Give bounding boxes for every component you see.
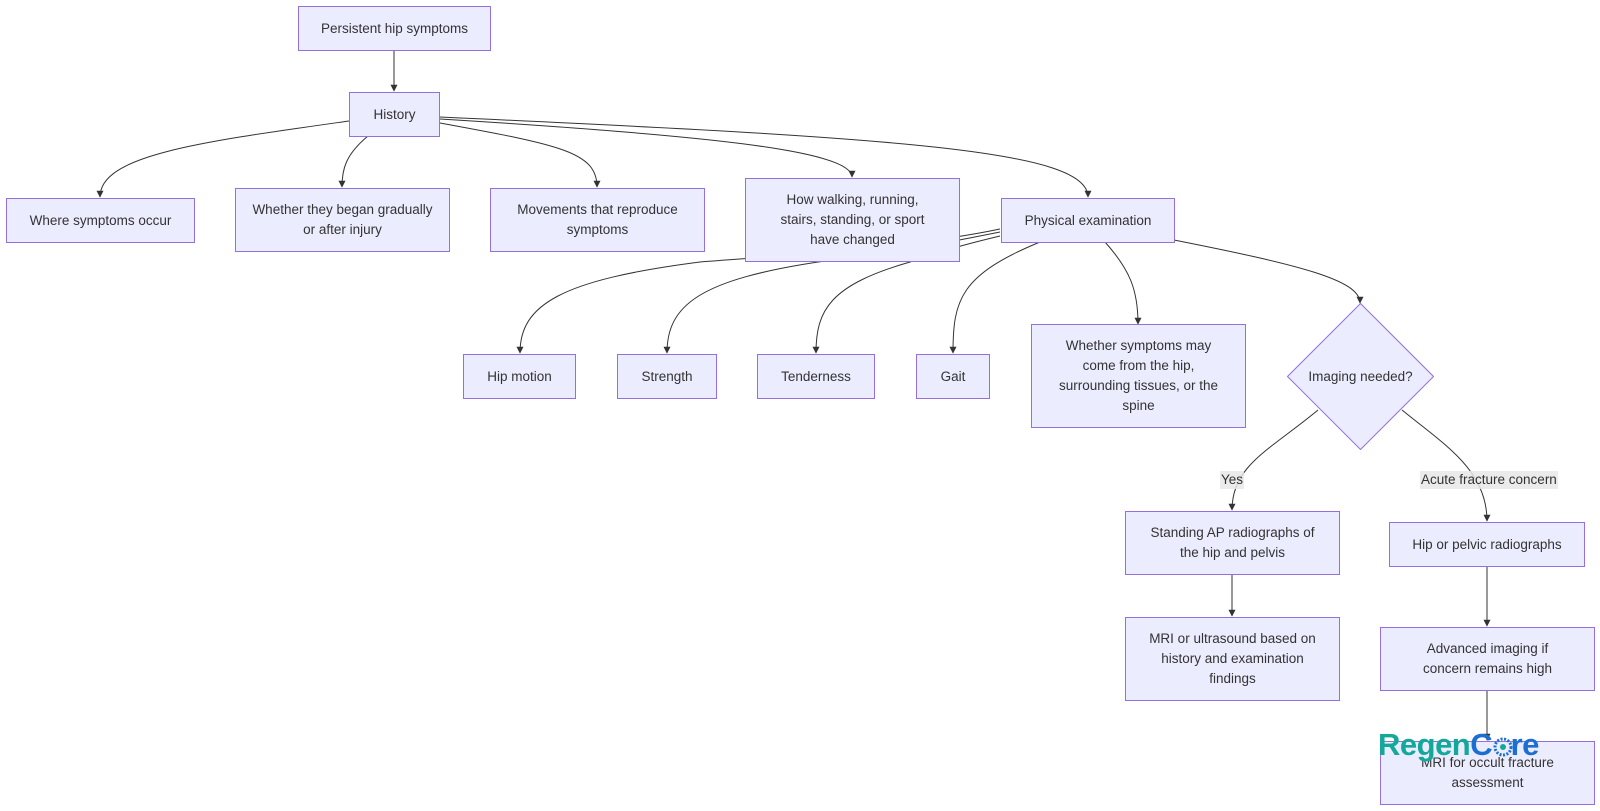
node-physical-examination: Physical examination: [1001, 198, 1175, 243]
edge-history-physical: [439, 116, 1092, 198]
decision-imaging-needed: Imaging needed?: [1287, 303, 1434, 450]
node-whether-they-began: Whether they began gradually or after in…: [235, 188, 450, 252]
edge-imaging-acute: [1401, 409, 1491, 522]
node-movements: Movements that reproduce symptoms: [490, 188, 705, 252]
edge-history-began: [338, 135, 369, 188]
edge-label-yes: Yes: [1220, 471, 1245, 489]
edge-imaging-yes: [1228, 409, 1319, 511]
logo-text-re: re: [1510, 727, 1540, 762]
edge-physical-whether: [1104, 241, 1142, 325]
node-hip-or-pelvic-radiographs: Hip or pelvic radiographs: [1389, 522, 1585, 567]
logo-text-c: C: [1470, 727, 1493, 762]
edge-history-movements: [439, 122, 601, 188]
node-whether-from-hip: Whether symptoms may come from the hip, …: [1031, 324, 1246, 428]
node-advanced-imaging: Advanced imaging if concern remains high: [1380, 627, 1595, 691]
logo-text-regen: Regen: [1378, 727, 1471, 762]
logo-o-icon: o: [1492, 728, 1513, 762]
decision-label: Imaging needed?: [1308, 369, 1413, 384]
edge-history-where: [96, 120, 350, 198]
node-gait: Gait: [916, 354, 990, 399]
node-persistent-hip-symptoms: Persistent hip symptoms: [298, 6, 491, 51]
node-hip-motion: Hip motion: [463, 354, 576, 399]
regencore-logo: RegenCore: [1378, 728, 1539, 762]
edge-history-walking: [439, 118, 856, 178]
edge-label-acute-fracture: Acute fracture concern: [1420, 471, 1558, 489]
node-mri-or-ultrasound: MRI or ultrasound based on history and e…: [1125, 617, 1340, 701]
node-strength: Strength: [617, 354, 717, 399]
node-standing-ap-radiographs: Standing AP radiographs of the hip and p…: [1125, 511, 1340, 575]
node-mri-occult-fracture: MRI for occult fracture assessment: [1380, 741, 1595, 805]
edge-physical-gait: [949, 241, 1041, 354]
node-walking-changes: How walking, running, stairs, standing, …: [745, 178, 960, 262]
diamond-shape: [1287, 303, 1434, 450]
edge-physical-imaging: [1173, 239, 1364, 304]
node-where-symptoms-occur: Where symptoms occur: [6, 198, 195, 243]
node-tenderness: Tenderness: [757, 354, 875, 399]
node-history: History: [349, 92, 440, 137]
